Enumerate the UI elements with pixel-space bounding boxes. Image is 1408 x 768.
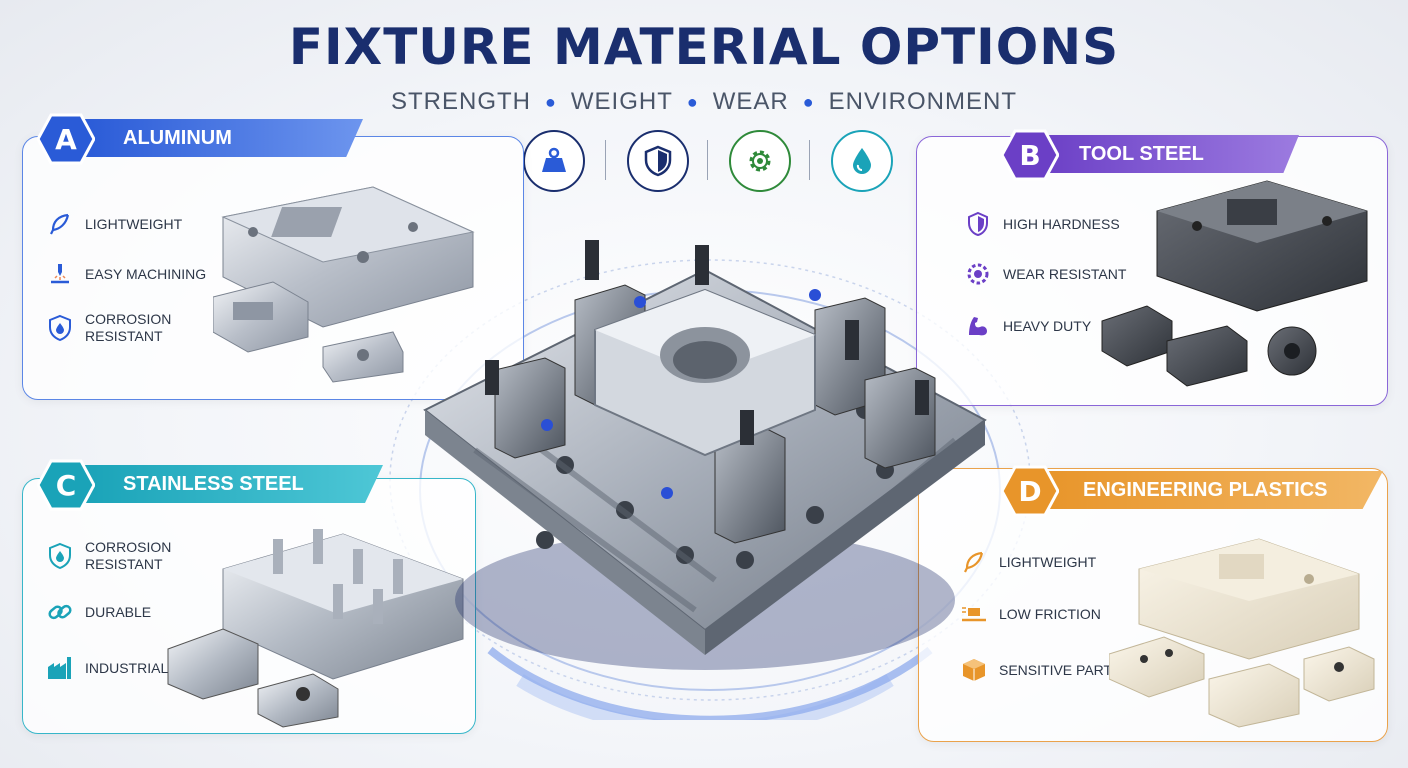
- cube-icon: [957, 653, 991, 687]
- panel-stainless-steel: STAINLESS STEEL C CORROSION RESISTANT DU…: [22, 459, 476, 734]
- panel-title-stainless-steel: STAINLESS STEEL: [83, 465, 383, 503]
- water-drop-icon: [831, 130, 893, 192]
- shield-drop-icon: [43, 311, 77, 345]
- header-icon-row: [515, 130, 895, 192]
- panel-aluminum: ALUMINUM A LIGHTWEIGHT EASY MACHINING CO…: [22, 113, 524, 400]
- badge-a: A: [37, 113, 95, 165]
- feature-high-hardness: HIGH HARDNESS: [961, 207, 1120, 241]
- muscle-arm-icon: [961, 309, 995, 343]
- feature-durable: DURABLE: [43, 595, 151, 629]
- aluminum-product-image: [213, 186, 475, 383]
- feather-icon: [43, 207, 77, 241]
- page-subtitle: STRENGTH●WEIGHT●WEAR●ENVIRONMENT: [391, 88, 1017, 115]
- factory-icon: [43, 651, 77, 685]
- subtitle-strength: STRENGTH: [391, 88, 532, 115]
- feature-low-friction: LOW FRICTION: [957, 597, 1101, 631]
- feature-industrial: INDUSTRIAL: [43, 651, 168, 685]
- feature-corrosion-resistant: CORROSION RESISTANT: [43, 311, 175, 345]
- shield-icon: [627, 130, 689, 192]
- feature-wear-resistant: WEAR RESISTANT: [961, 257, 1126, 291]
- slide-icon: [957, 597, 991, 631]
- panel-title-engineering-plastics: ENGINEERING PLASTICS: [1043, 471, 1383, 509]
- shield-icon: [961, 207, 995, 241]
- feather-icon: [957, 545, 991, 579]
- panel-title-tool-steel: TOOL STEEL: [1039, 135, 1299, 173]
- shield-drop-icon: [43, 539, 77, 573]
- page-title: FIXTURE MATERIAL OPTIONS: [288, 18, 1120, 76]
- feature-lightweight: LIGHTWEIGHT: [43, 207, 182, 241]
- subtitle-weight: WEIGHT: [570, 88, 673, 115]
- feature-lightweight-d: LIGHTWEIGHT: [957, 545, 1096, 579]
- feature-sensitive-parts: SENSITIVE PARTS: [957, 653, 1121, 687]
- subtitle-wear: WEAR: [712, 88, 789, 115]
- feature-corrosion-resistant-c: CORROSION RESISTANT: [43, 539, 175, 573]
- gear-icon: [729, 130, 791, 192]
- engineering-plastics-product-image: [1109, 538, 1375, 728]
- panel-title-aluminum: ALUMINUM: [83, 119, 363, 157]
- machining-icon: [43, 257, 77, 291]
- feature-easy-machining: EASY MACHINING: [43, 257, 206, 291]
- badge-b: B: [1001, 129, 1059, 181]
- feature-heavy-duty: HEAVY DUTY: [961, 309, 1091, 343]
- chain-link-icon: [43, 595, 77, 629]
- stainless-steel-product-image: [167, 529, 464, 728]
- tool-steel-product-image: [1101, 180, 1368, 387]
- panel-engineering-plastics: ENGINEERING PLASTICS D LIGHTWEIGHT LOW F…: [918, 465, 1388, 742]
- badge-c: C: [37, 459, 95, 511]
- gear-icon: [961, 257, 995, 291]
- panel-tool-steel: TOOL STEEL B HIGH HARDNESS WEAR RESISTAN…: [916, 129, 1388, 406]
- subtitle-environment: ENVIRONMENT: [828, 88, 1017, 115]
- central-fixture-assembly: [423, 240, 987, 670]
- badge-d: D: [1001, 465, 1059, 517]
- weight-icon: [523, 130, 585, 192]
